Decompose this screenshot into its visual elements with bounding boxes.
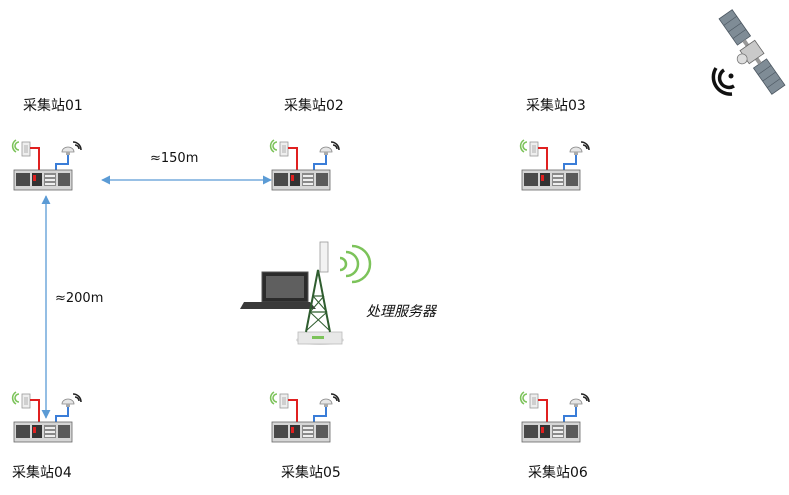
- server-signal-icon: [339, 244, 372, 284]
- station-icon-06: [519, 391, 590, 443]
- station-icon-01: [11, 139, 82, 191]
- distance-label-s01-s04: ≈200m: [55, 291, 104, 306]
- satellite-icon: [718, 9, 786, 95]
- laptop-icon: [240, 271, 316, 309]
- distance-label-s01-s02: ≈150m: [150, 151, 199, 166]
- station-label-06: 采集站06: [528, 465, 588, 481]
- server-tower-icon: [296, 241, 344, 345]
- station-label-03: 采集站03: [526, 98, 586, 114]
- station-label-04: 采集站04: [12, 465, 72, 481]
- station-icon-04: [11, 391, 82, 443]
- station-icon-03: [519, 139, 590, 191]
- server-label: 处理服务器: [366, 304, 436, 320]
- station-icon-05: [269, 391, 340, 443]
- station-label-02: 采集站02: [284, 98, 344, 114]
- station-icon-02: [269, 139, 340, 191]
- station-label-01: 采集站01: [23, 98, 83, 114]
- satellite-signal-icon: [711, 67, 735, 96]
- station-label-05: 采集站05: [281, 465, 341, 481]
